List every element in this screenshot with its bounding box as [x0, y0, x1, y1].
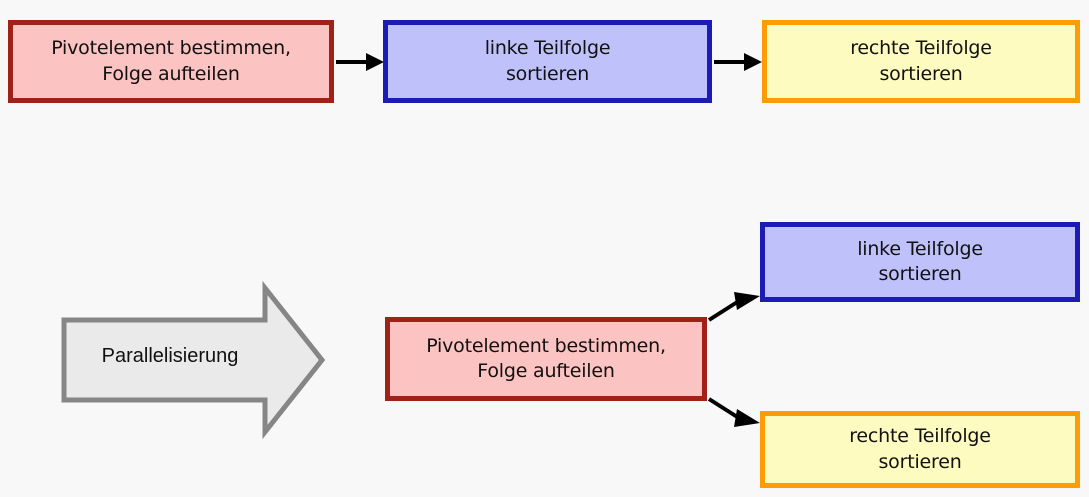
- node-label: rechte Teilfolge sortieren: [849, 425, 991, 473]
- node-label: linke Teilfolge sortieren: [484, 37, 611, 85]
- node-label: Pivotelement bestimmen, Folge aufteilen: [51, 37, 291, 85]
- parallelisierung-label: Parallelisierung: [101, 345, 239, 367]
- node-sequential-left[interactable]: linke Teilfolge sortieren: [383, 20, 712, 103]
- node-parallel-right[interactable]: rechte Teilfolge sortieren: [760, 411, 1080, 488]
- node-sequential-pivot[interactable]: Pivotelement bestimmen, Folge aufteilen: [8, 20, 334, 103]
- node-sequential-right[interactable]: rechte Teilfolge sortieren: [762, 20, 1080, 103]
- node-parallel-pivot[interactable]: Pivotelement bestimmen, Folge aufteilen: [385, 317, 707, 401]
- node-parallel-left[interactable]: linke Teilfolge sortieren: [760, 222, 1080, 302]
- node-label: rechte Teilfolge sortieren: [850, 37, 992, 85]
- node-label: Pivotelement bestimmen, Folge aufteilen: [426, 334, 666, 382]
- node-label: linke Teilfolge sortieren: [857, 237, 983, 285]
